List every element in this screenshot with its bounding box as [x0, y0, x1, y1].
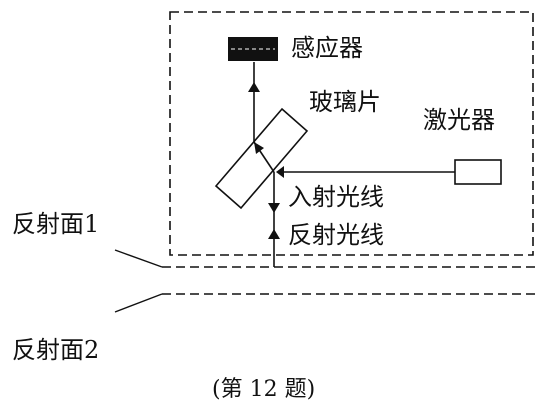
laser-box: [454, 159, 502, 185]
glass-label: 玻璃片: [309, 88, 381, 116]
glass-plate: [214, 107, 309, 210]
sensor-label: 感应器: [291, 34, 363, 62]
laser-label: 激光器: [423, 106, 495, 134]
caption: (第 12 题): [212, 377, 315, 402]
incident-ray-label: 入射光线: [288, 183, 384, 211]
device-enclosure: [169, 11, 534, 256]
surface2-label: 反射面2: [12, 336, 99, 364]
surface1-label: 反射面1: [12, 210, 99, 238]
reflected-ray-label: 反射光线: [288, 221, 384, 249]
